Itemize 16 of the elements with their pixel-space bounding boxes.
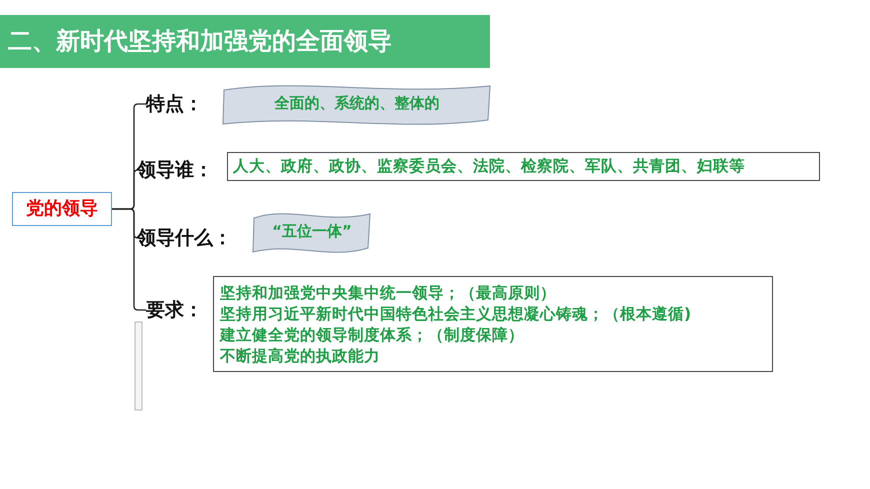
category-label: 特点：	[146, 92, 204, 117]
category-label: 领导谁：	[137, 158, 214, 183]
banner-text: “五位一体”	[271, 221, 353, 242]
text-box	[227, 152, 820, 181]
requirement-text: 坚持用习近平新时代中国特色社会主义思想凝心铸魂；（根本遵循)	[219, 304, 692, 325]
list-text: 人大、政府、政协、监察委员会、法院、检察院、军队、共青团、妇联等	[232, 156, 746, 177]
title-banner: 二、新时代坚持和加强党的全面领导	[0, 15, 490, 68]
category-label: 领导什么：	[137, 226, 233, 251]
banner-text: 全面的、系统的、整体的	[273, 93, 440, 114]
requirement-text: 坚持和加强党中央集中统一领导；（最高原则）	[219, 283, 557, 304]
topic-box	[12, 192, 112, 226]
requirement-text: 不断提高党的执政能力	[218, 346, 381, 367]
category-label: 要求：	[146, 298, 204, 323]
text-box	[213, 276, 773, 372]
topic-text: 党的领导	[25, 197, 99, 221]
requirement-text: 建立健全党的领导制度体系；（制度保障）	[218, 325, 525, 346]
